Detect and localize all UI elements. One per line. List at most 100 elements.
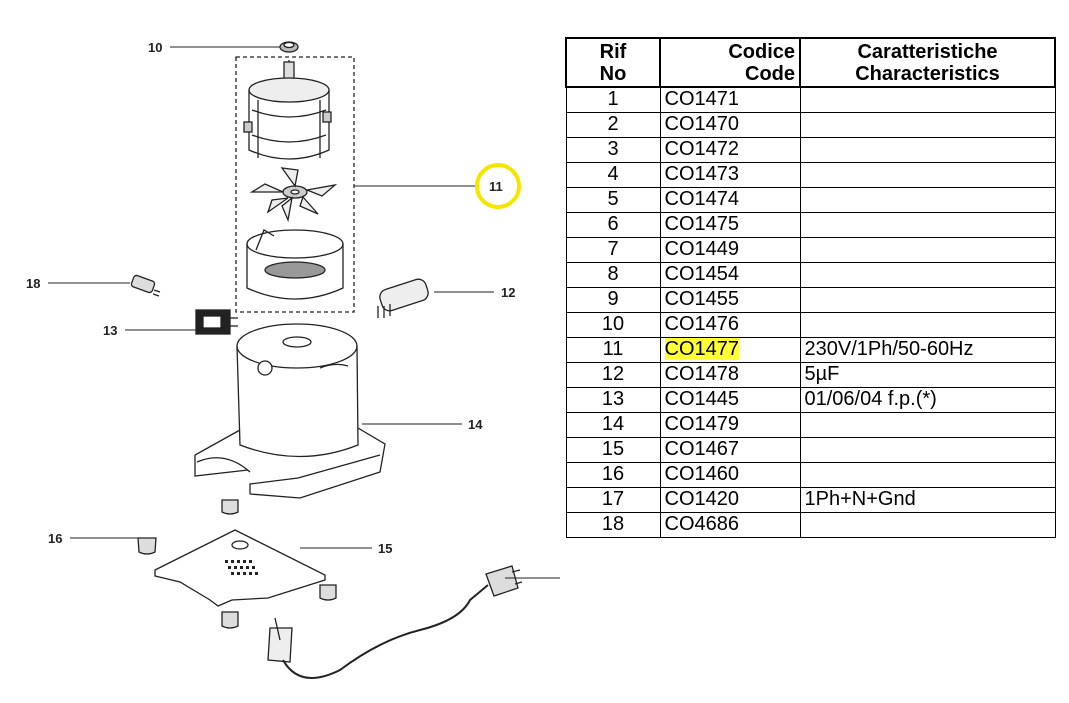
cell-characteristics	[799, 237, 1056, 263]
callout-11: 11	[489, 179, 503, 194]
cell-rif: 6	[565, 212, 661, 238]
cell-characteristics	[799, 287, 1056, 313]
part-feet-lower	[221, 584, 337, 629]
callout-16: 16	[48, 531, 62, 546]
callout-10: 10	[148, 40, 162, 55]
cell-rif: 11	[565, 337, 661, 363]
part-feet-upper	[221, 499, 239, 515]
cell-characteristics: 230V/1Ph/50-60Hz	[799, 337, 1056, 363]
callout-15: 15	[378, 541, 392, 556]
cell-code: CO1455	[659, 287, 801, 313]
cell-characteristics	[799, 262, 1056, 288]
leader-lines	[48, 46, 560, 579]
cell-rif: 16	[565, 462, 661, 488]
cell-characteristics	[799, 437, 1056, 463]
header-code-en: Code	[745, 62, 795, 85]
header-rif-it: Rif	[599, 40, 627, 63]
cell-code: CO1449	[659, 237, 801, 263]
part-motor	[243, 60, 332, 160]
header-characteristics: Caratteristiche Characteristics	[799, 37, 1056, 88]
highlight-circle	[475, 163, 521, 209]
header-code: Codice Code	[659, 37, 801, 88]
cell-rif: 15	[565, 437, 661, 463]
cell-code: CO1477	[659, 337, 801, 363]
part-fan-housing	[246, 229, 344, 300]
cell-code: CO1471	[659, 86, 801, 113]
motor-group-box	[235, 56, 355, 313]
cell-code: CO1475	[659, 212, 801, 238]
cell-rif: 7	[565, 237, 661, 263]
part-15-plate	[154, 529, 326, 607]
cell-characteristics	[799, 412, 1056, 438]
part-17-power-cord	[267, 565, 523, 679]
cell-code: CO1473	[659, 162, 801, 188]
part-14-body	[194, 323, 386, 499]
cell-rif: 2	[565, 112, 661, 138]
part-10-cap	[279, 41, 299, 53]
cell-characteristics: 5µF	[799, 362, 1056, 388]
cell-characteristics	[799, 212, 1056, 238]
cell-rif: 12	[565, 362, 661, 388]
part-13-switch	[195, 309, 238, 335]
cell-characteristics: 01/06/04 f.p.(*)	[799, 387, 1056, 413]
cell-code: CO4686	[659, 512, 801, 538]
cell-rif: 9	[565, 287, 661, 313]
cell-characteristics	[799, 112, 1056, 138]
cell-rif: 4	[565, 162, 661, 188]
cell-characteristics	[799, 86, 1056, 113]
cell-characteristics	[799, 137, 1056, 163]
cell-code: CO1476	[659, 312, 801, 338]
cell-characteristics	[799, 312, 1056, 338]
cell-code: CO1474	[659, 187, 801, 213]
cell-rif: 13	[565, 387, 661, 413]
header-rif: Rif No	[565, 37, 661, 88]
cell-rif: 5	[565, 187, 661, 213]
part-12-capacitor	[377, 278, 429, 318]
cell-characteristics	[799, 187, 1056, 213]
exploded-parts-diagram: 10 11 18 12 13 14 16 15 17	[26, 40, 560, 679]
cell-characteristics: 1Ph+N+Gnd	[799, 487, 1056, 513]
highlighted-code: CO1477	[664, 338, 739, 361]
callout-14: 14	[468, 417, 483, 432]
cell-rif: 1	[565, 86, 661, 113]
cell-rif: 14	[565, 412, 661, 438]
cell-code: CO1467	[659, 437, 801, 463]
diagram-canvas: 10 11 18 12 13 14 16 15 17	[26, 40, 560, 679]
cell-rif: 3	[565, 137, 661, 163]
cell-rif: 10	[565, 312, 661, 338]
header-char-it: Caratteristiche	[857, 40, 998, 63]
cell-code: CO1445	[659, 387, 801, 413]
cell-characteristics	[799, 162, 1056, 188]
cell-characteristics	[799, 462, 1056, 488]
callout-18: 18	[26, 276, 40, 291]
cell-code: CO1470	[659, 112, 801, 138]
table-header-row: Rif No Codice Code Caratteristiche Chara…	[565, 37, 1056, 88]
cell-rif: 18	[565, 512, 661, 538]
part-16-foot	[137, 537, 157, 555]
part-fan	[249, 167, 338, 223]
cell-code: CO1454	[659, 262, 801, 288]
cell-rif: 17	[565, 487, 661, 513]
cell-characteristics	[799, 512, 1056, 538]
cell-code: CO1460	[659, 462, 801, 488]
cell-code: CO1472	[659, 137, 801, 163]
